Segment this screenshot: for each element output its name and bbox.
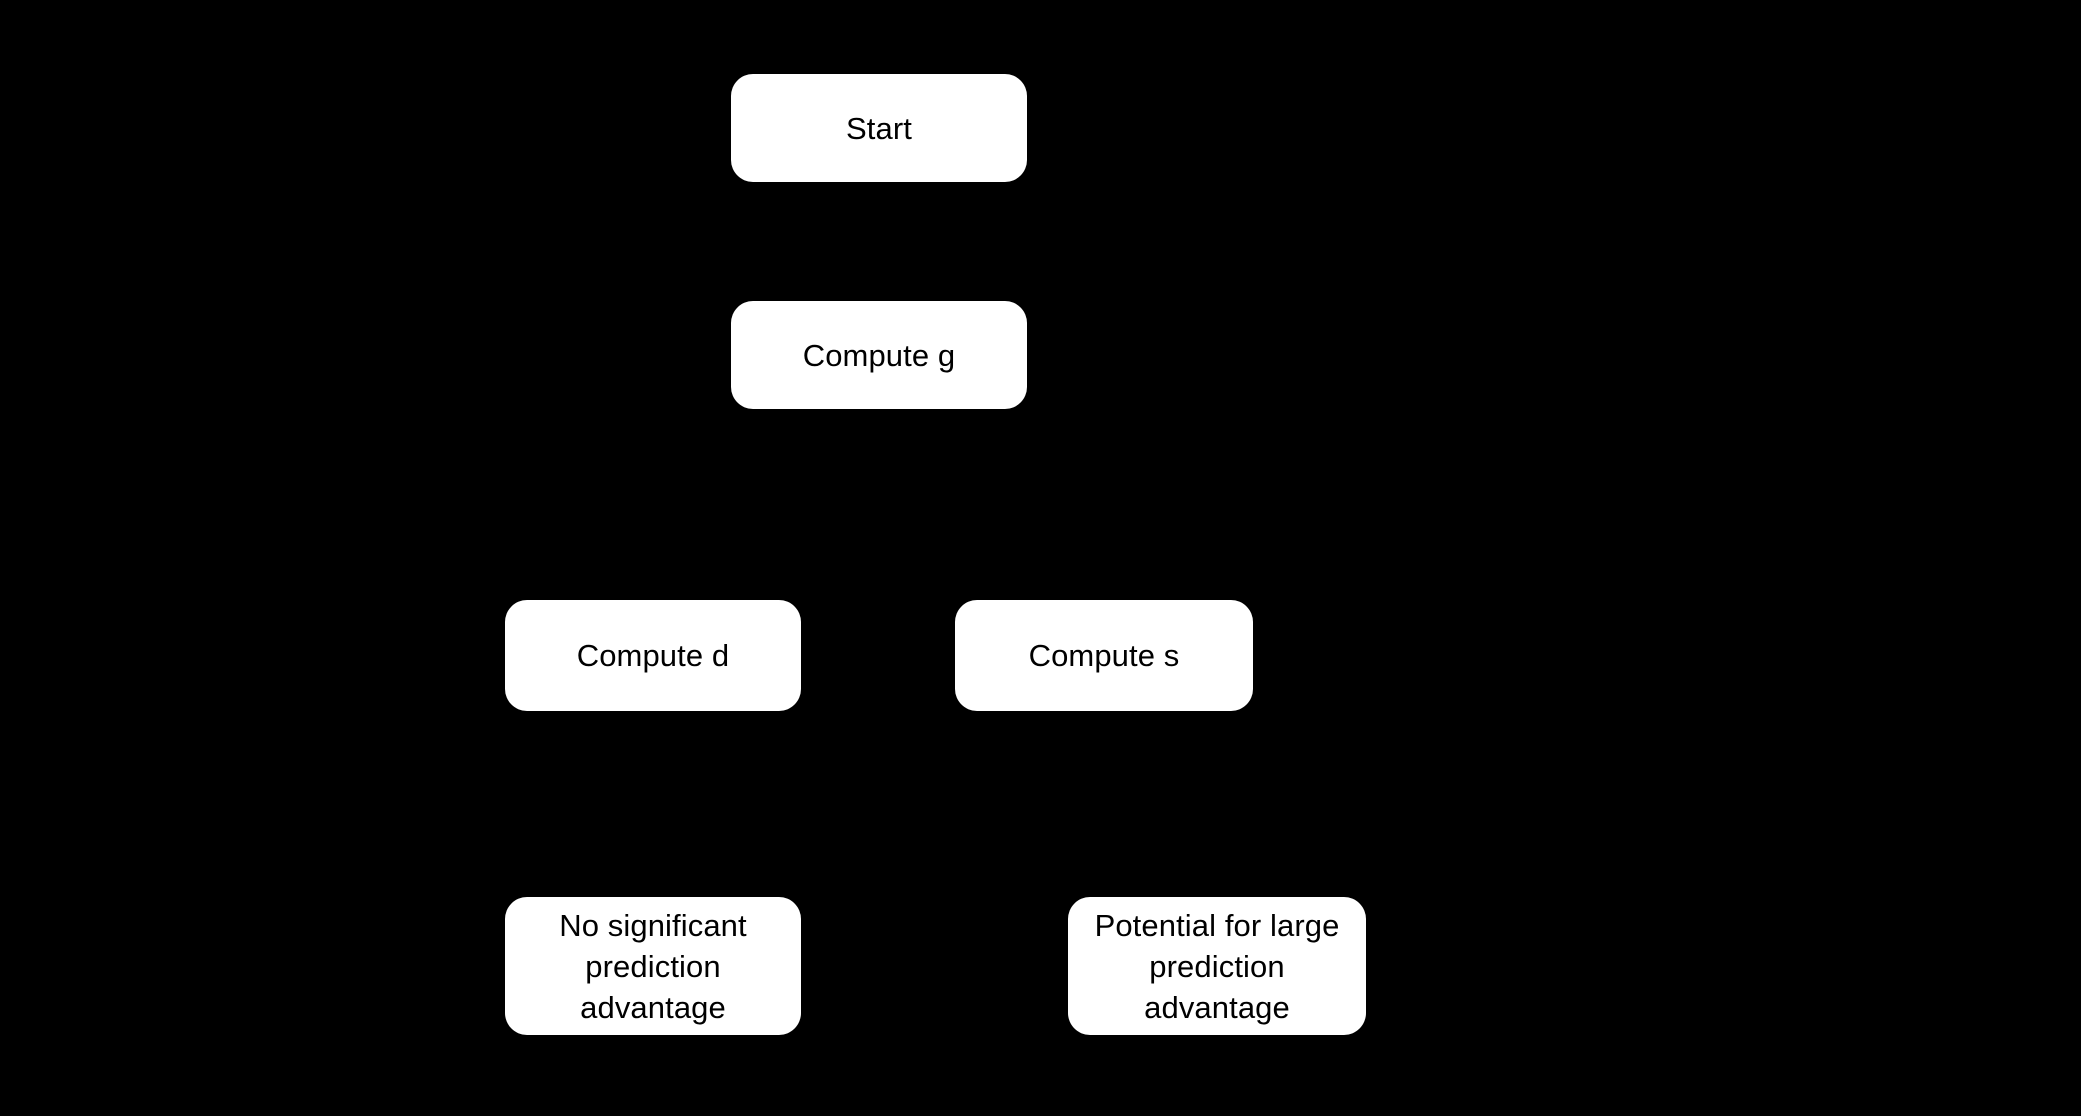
node-start-label: Start (846, 110, 912, 146)
node-start[interactable]: Start (731, 74, 1027, 182)
node-compute-g[interactable]: Compute g (731, 301, 1027, 409)
node-compute-g-label: Compute g (802, 337, 956, 373)
node-compute-s[interactable]: Compute s (955, 600, 1253, 711)
edge-s-to-pot (1102, 710, 1219, 895)
node-no-significant-prediction-advantage-label: No significant prediction advantage (559, 907, 747, 1025)
edge-g-to-d (657, 407, 832, 598)
node-potential-for-large-prediction-advantage[interactable]: Potential for large prediction advantage (1068, 897, 1366, 1035)
node-compute-d[interactable]: Compute d (505, 600, 801, 711)
node-compute-s-label: Compute s (1028, 638, 1180, 673)
node-compute-d-label: Compute d (576, 638, 730, 673)
node-no-significant-prediction-advantage[interactable]: No significant prediction advantage (505, 897, 801, 1035)
edge-g-to-s (926, 407, 1101, 598)
node-potential-for-large-prediction-advantage-label: Potential for large prediction advantage (1094, 907, 1340, 1025)
